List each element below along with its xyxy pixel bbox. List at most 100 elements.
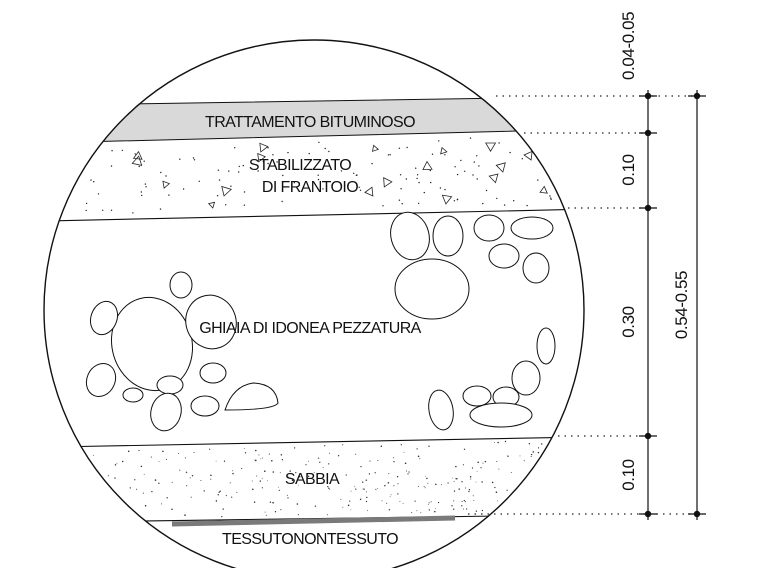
sand-dot	[437, 501, 440, 504]
sand-dot	[369, 460, 371, 462]
dimension-dot	[644, 129, 652, 137]
sand-dot	[158, 482, 160, 484]
texture-dot	[228, 170, 230, 172]
sand-dot	[236, 491, 238, 493]
texture-dot	[111, 150, 113, 152]
gravel-stones	[85, 211, 556, 432]
sand-dot	[465, 508, 468, 510]
sand-dot	[532, 451, 535, 453]
sand-dot	[455, 478, 457, 480]
texture-dot	[182, 188, 185, 190]
sand-dot	[200, 479, 202, 481]
sand-dot	[324, 445, 326, 447]
sand-dot	[293, 480, 295, 482]
texture-dot	[454, 166, 456, 168]
texture-dot	[121, 149, 124, 152]
sand-dot	[291, 479, 294, 482]
sand-dot	[209, 448, 211, 450]
texture-dot	[282, 174, 284, 177]
sand-dot	[114, 477, 116, 479]
sand-dot	[464, 501, 466, 503]
texture-dot	[464, 170, 466, 172]
sand-dot	[259, 480, 261, 482]
sand-dot	[298, 484, 300, 486]
sand-dot	[308, 460, 310, 462]
texture-dot	[356, 174, 358, 176]
sand-dot	[229, 482, 231, 484]
gravel-stone	[199, 362, 227, 384]
texture-dot	[456, 173, 459, 176]
texture-dot	[281, 200, 283, 203]
sand-dot	[476, 470, 478, 472]
aggregate-triangle	[207, 201, 216, 209]
sand-dot	[350, 490, 352, 492]
gravel-stone	[462, 385, 492, 407]
dimension-label-ghiaia: 0.30	[619, 306, 638, 338]
aggregate-triangle	[162, 180, 171, 189]
texture-dot	[238, 171, 240, 173]
sand-dot	[326, 514, 328, 516]
texture-dot	[93, 181, 95, 183]
sand-dot	[278, 489, 280, 491]
texture-dot	[193, 159, 196, 161]
sand-dot	[231, 496, 233, 498]
sand-dot	[417, 455, 420, 458]
sand-dot	[363, 488, 365, 490]
sand-dot	[388, 509, 391, 511]
sand-dot	[342, 506, 344, 508]
aggregate-triangle	[372, 144, 380, 152]
texture-dot	[317, 174, 319, 176]
sand-dot	[393, 461, 395, 463]
gravel-stone	[394, 258, 470, 320]
sand-dot	[506, 489, 508, 491]
texture-dot	[415, 167, 417, 169]
dimension-dot	[693, 92, 701, 100]
sand-dot	[190, 496, 192, 498]
sand-dot	[274, 511, 277, 513]
sand-dot	[537, 447, 540, 449]
texture-dot	[371, 162, 373, 165]
sand-dot	[463, 508, 465, 510]
sand-dot	[92, 454, 94, 456]
sand-dot	[477, 461, 479, 464]
sand-dot	[400, 444, 402, 446]
sand-dot	[367, 510, 368, 512]
texture-dot	[509, 151, 511, 154]
label-di-frantoio: DI FRANTOIO	[262, 179, 358, 196]
texture-dot	[159, 208, 162, 210]
texture-dot	[482, 202, 484, 205]
texture-dot	[243, 191, 246, 193]
sand-dot	[475, 481, 477, 483]
sand-dot	[314, 505, 317, 507]
texture-dot	[198, 180, 200, 182]
sand-dot	[179, 469, 181, 471]
sand-dot	[377, 460, 379, 461]
sand-dot	[261, 487, 264, 489]
dimension-label-total: 0.54-0.55	[672, 271, 691, 339]
sand-dot	[453, 508, 455, 510]
sand-dot	[256, 475, 258, 477]
sand-dot	[381, 500, 383, 502]
sand-dot	[347, 504, 350, 507]
texture-dot	[322, 188, 324, 190]
texture-dot	[550, 198, 552, 200]
texture-dot	[549, 195, 551, 197]
texture-dot	[90, 179, 92, 181]
sand-dot	[471, 467, 474, 469]
sand-dot	[384, 484, 386, 487]
gravel-stone	[89, 300, 119, 336]
sand-dot	[426, 477, 428, 480]
texture-dot	[238, 165, 240, 168]
sand-dot	[386, 502, 388, 504]
gravel-stone	[428, 389, 454, 431]
sand-dot	[251, 480, 253, 482]
sand-dot	[166, 497, 168, 499]
sand-dot	[463, 448, 466, 450]
aggregate-triangle	[364, 186, 374, 197]
sabbia-texture	[92, 440, 543, 518]
sand-dot	[264, 511, 266, 513]
texture-dot	[430, 181, 432, 184]
sand-dot	[389, 496, 391, 498]
sand-dot	[427, 482, 429, 484]
sand-dot	[129, 487, 131, 489]
